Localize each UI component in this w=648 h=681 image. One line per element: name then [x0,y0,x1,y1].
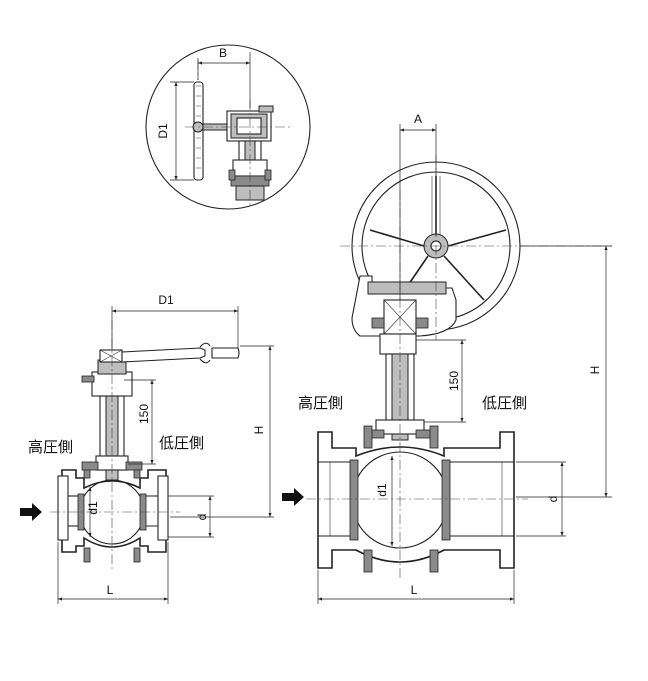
dim-label-h-right: H [588,366,602,375]
dim-label-l-left: L [107,583,114,597]
dim-label-b: B [219,46,227,60]
dim-label-d1-left: D1 [158,293,174,307]
dim-label-d-left: d [195,514,209,521]
lever-valve-view [20,306,274,604]
dim-label-d-right: d [546,496,560,503]
dim-label-a: A [414,112,422,126]
right-arrow-icon [282,488,304,506]
dim-label-d1-bore-right: d1 [375,483,389,497]
dim-label-150-right: 150 [447,371,461,391]
dim-label-h-left: H [252,426,266,435]
high-pressure-side-label-left: 高圧側 [28,438,73,456]
low-pressure-side-label-left: 低圧側 [159,434,204,452]
gear-operator-detail-view [145,44,311,210]
dim-label-l-right: L [411,583,418,597]
dim-label-d1-detail: D1 [156,123,170,139]
low-pressure-side-label-right: 低圧側 [482,394,527,412]
dim-label-150-left: 150 [137,404,151,424]
right-arrow-icon [20,503,42,521]
dim-label-d1-bore-left: d1 [86,501,100,515]
gear-valve-view [282,124,612,604]
high-pressure-side-label-right: 高圧側 [298,394,343,412]
